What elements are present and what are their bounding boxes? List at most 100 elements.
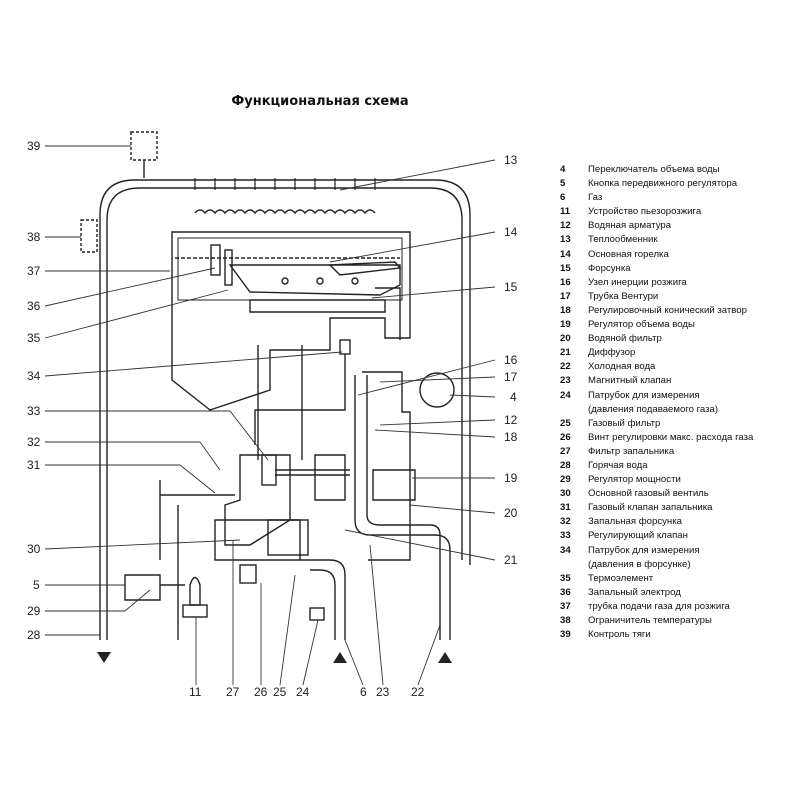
callout-label: 24 xyxy=(296,685,310,699)
legend-description: Ограничитель температуры xyxy=(588,614,792,628)
legend-description: Патрубок для измерения (давления в форсун… xyxy=(588,544,792,572)
callout-label: 26 xyxy=(254,685,268,699)
legend-item: 13 Теплообменник xyxy=(560,233,792,247)
legend-text: Винт регулировки макс. расхода газа xyxy=(588,431,754,443)
legend-number: 30 xyxy=(560,488,571,500)
legend-text: Фильтр запальника xyxy=(588,445,675,457)
callout-label: 21 xyxy=(504,553,518,567)
legend-text: Газовый фильтр xyxy=(588,417,661,429)
legend-text: Газ xyxy=(588,192,603,204)
legend-number: 14 xyxy=(560,248,571,260)
legend-text: Регулировочный конический затвор xyxy=(588,304,747,316)
legend-description: Фильтр запальника xyxy=(588,445,792,459)
legend-description: Теплообменник xyxy=(588,233,792,247)
callout-label: 31 xyxy=(27,458,41,472)
callout-label: 28 xyxy=(27,628,41,642)
legend-text: Запальный электрод xyxy=(588,586,681,598)
legend-text: Запальная форсунка xyxy=(588,516,682,528)
legend-description: Регулирующий клапан xyxy=(588,529,792,543)
legend-item: 34 Патрубок для измерения (давления в форс… xyxy=(560,544,792,572)
callout-label: 20 xyxy=(504,506,518,520)
legend-item: 12 Водяная арматура xyxy=(560,219,792,233)
legend-number: 21 xyxy=(560,347,571,359)
legend-text: Переключатель объема воды xyxy=(588,164,720,175)
legend-number: 18 xyxy=(560,304,571,316)
legend-description: трубка подачи газа для розжига xyxy=(588,600,792,614)
legend-item: 21 Диффузор xyxy=(560,346,792,360)
legend-description: Диффузор xyxy=(588,346,792,360)
legend-text: Регулирующий клапан xyxy=(588,530,688,542)
callout-label: 12 xyxy=(504,413,518,427)
legend-text: Водяная арматура xyxy=(588,220,672,232)
legend-text: Узел инерции розжига xyxy=(588,276,687,288)
callout-label: 27 xyxy=(226,685,240,699)
legend-description: Основная горелка xyxy=(588,248,792,262)
legend-description: Регулировочный конический затвор xyxy=(588,304,792,318)
legend-number: 15 xyxy=(560,262,571,274)
legend-description: Термоэлемент xyxy=(588,572,792,586)
callout-label: 33 xyxy=(27,404,41,418)
legend-number: 23 xyxy=(560,375,571,387)
legend-text: трубка подачи газа для розжига xyxy=(588,600,730,612)
legend-description: Запальная форсунка xyxy=(588,515,792,529)
legend-text: Основная горелка xyxy=(588,248,669,260)
legend-number: 26 xyxy=(560,431,571,443)
legend-item: 23 Магнитный клапан xyxy=(560,374,792,388)
legend-text-continued: (давления в форсунке) xyxy=(588,558,691,570)
legend-number: 38 xyxy=(560,615,571,626)
legend-number: 20 xyxy=(560,333,571,345)
legend-description: Контроль тяги xyxy=(588,628,792,642)
callout-label: 22 xyxy=(411,685,425,699)
legend-text: Контроль тяги xyxy=(588,629,651,641)
diagram-title: Функциональная схема xyxy=(231,94,409,109)
legend-number: 12 xyxy=(560,220,571,232)
legend-number: 31 xyxy=(560,502,571,514)
legend-description: Запальный электрод xyxy=(588,586,792,600)
legend-text: Кнопка передвижного регулятора xyxy=(588,178,738,190)
callout-label: 32 xyxy=(27,435,41,449)
legend-number: 4 xyxy=(560,164,566,175)
legend-number: 13 xyxy=(560,234,571,246)
legend-text: Термоэлемент xyxy=(588,572,654,584)
callout-label: 4 xyxy=(510,390,517,404)
legend-item: 32 Запальная форсунка xyxy=(560,515,792,529)
legend-text: Форсунка xyxy=(588,262,631,274)
legend-text: Холодная вода xyxy=(588,361,656,373)
callout-label: 17 xyxy=(504,370,518,384)
callout-label: 30 xyxy=(27,542,41,556)
legend-number: 36 xyxy=(560,586,571,598)
legend-description: Газовый клапан запальника xyxy=(588,501,792,515)
legend-item: 20 Водяной фильтр xyxy=(560,332,792,346)
legend-description: Холодная вода xyxy=(588,360,792,374)
callout-label: 14 xyxy=(504,225,518,239)
legend-text: Регулятор мощности xyxy=(588,474,681,486)
callout-label: 34 xyxy=(27,369,41,383)
legend-text: Патрубок для измерения xyxy=(588,544,700,556)
legend-item: 16 Узел инерции розжига xyxy=(560,276,792,290)
callout-label: 16 xyxy=(504,353,518,367)
legend-number: 34 xyxy=(560,544,571,556)
legend-description: Патрубок для измерения(давления подаваем… xyxy=(588,389,792,417)
legend-description: Газовый фильтр xyxy=(588,417,792,431)
legend-description: Водяной фильтр xyxy=(588,332,792,346)
legend-number: 29 xyxy=(560,474,571,486)
legend-description: Магнитный клапан xyxy=(588,374,792,388)
legend-text: Устройство пьезорозжига xyxy=(588,206,702,218)
callout-label: 5 xyxy=(33,578,40,592)
callout-label: 25 xyxy=(273,685,287,699)
legend-text: Ограничитель температуры xyxy=(588,615,712,626)
callout-label: 19 xyxy=(504,471,518,485)
legend-number: 16 xyxy=(560,276,571,288)
legend-text: Диффузор xyxy=(588,347,636,359)
legend-number: 32 xyxy=(560,516,571,528)
